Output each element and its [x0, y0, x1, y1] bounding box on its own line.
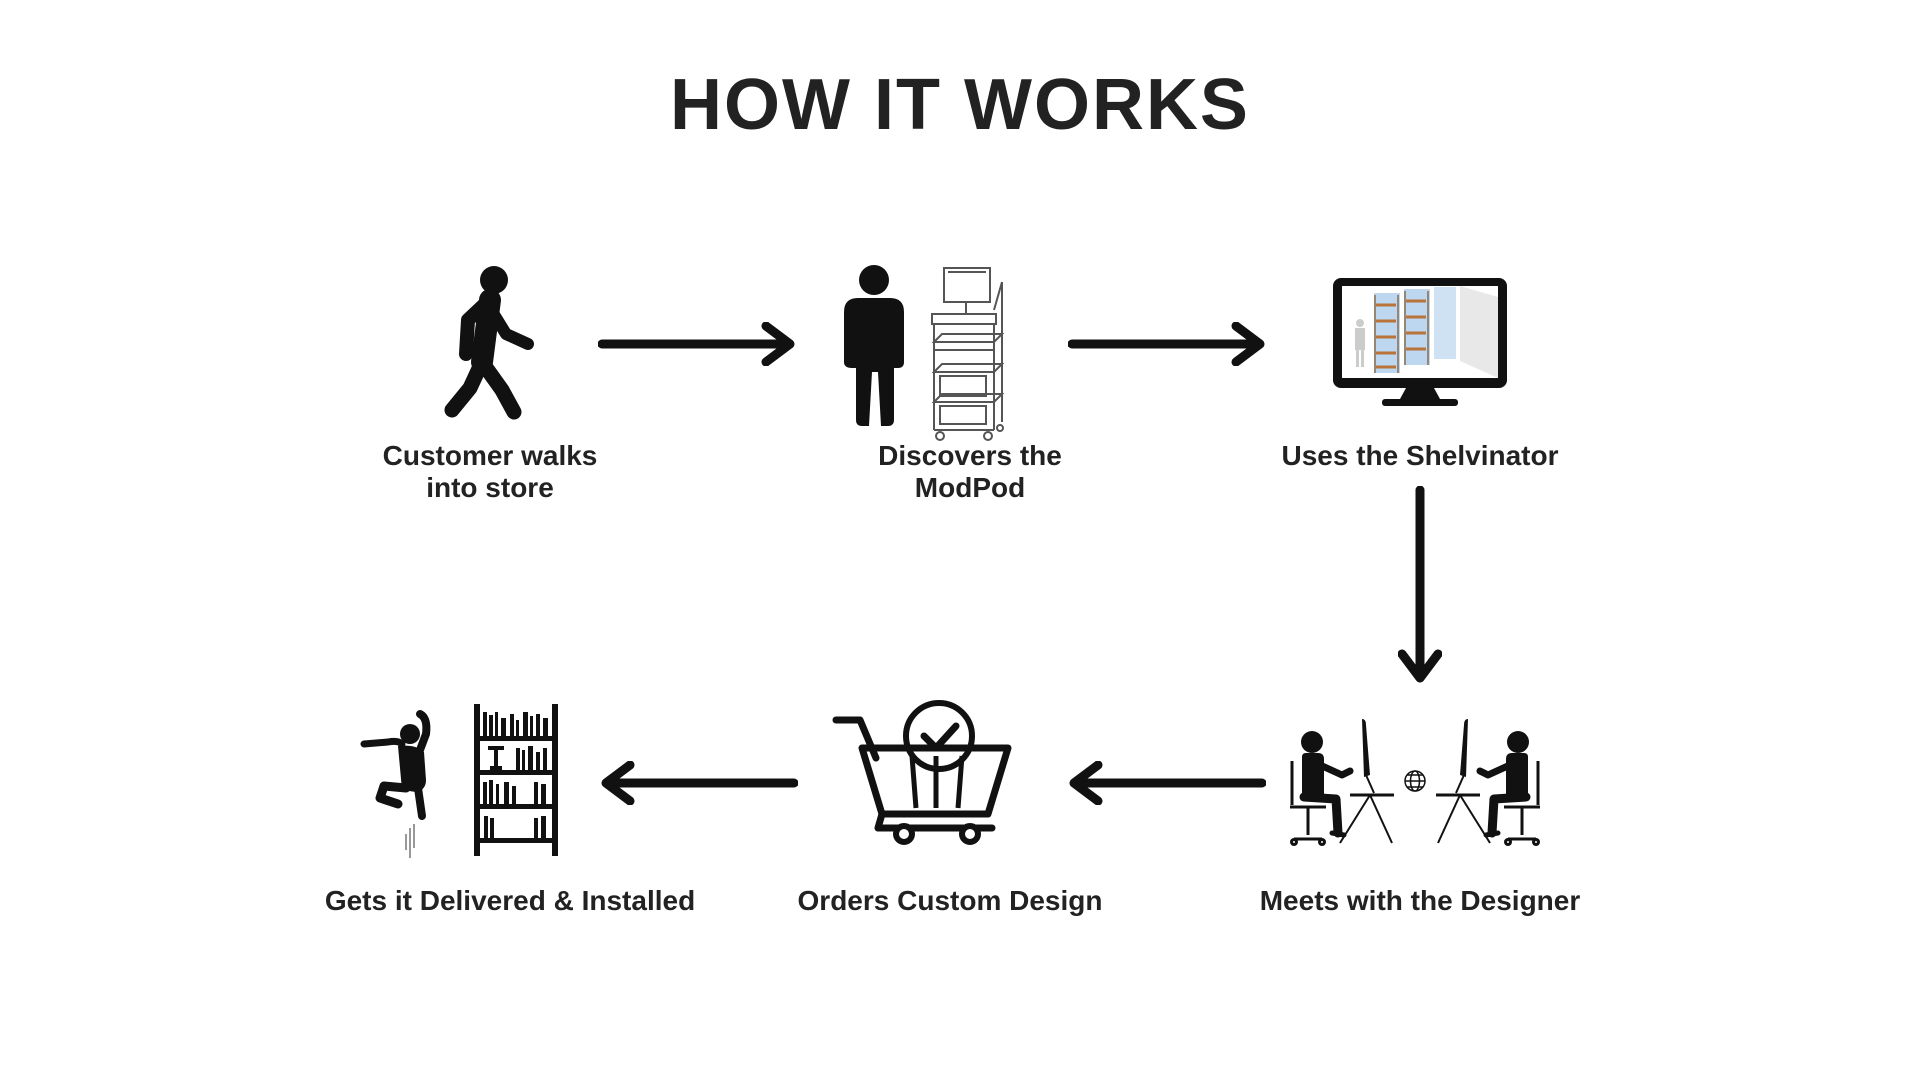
jumping-person-bookshelf-icon: [358, 700, 568, 860]
monitor-shelf-design-icon: [1330, 275, 1510, 410]
step-label-delivered-installed: Gets it Delivered & Installed: [324, 885, 696, 916]
walking-person-icon: [430, 262, 550, 422]
step-label-discover-modpod: Discovers the ModPod: [878, 440, 1062, 503]
arrow-shelvinator-to-meeting: [1398, 486, 1442, 686]
designer-meeting-icon: [1280, 715, 1550, 855]
arrow-discover-to-shelvinator: [1068, 322, 1268, 366]
step-label-walk-in: Customer walks into store: [382, 440, 598, 503]
arrow-walk-to-discover: [598, 322, 798, 366]
step-label-shelvinator: Uses the Shelvinator: [1281, 440, 1559, 471]
step-label-designer-meeting: Meets with the Designer: [1259, 885, 1581, 916]
arrow-meeting-to-order: [1066, 761, 1266, 805]
shopping-cart-check-icon: [832, 700, 1012, 848]
person-with-modpod-icon: [836, 262, 1016, 442]
page-title: HOW IT WORKS: [670, 65, 1250, 145]
step-label-order-design: Orders Custom Design: [797, 885, 1103, 916]
arrow-order-to-delivery: [598, 761, 798, 805]
